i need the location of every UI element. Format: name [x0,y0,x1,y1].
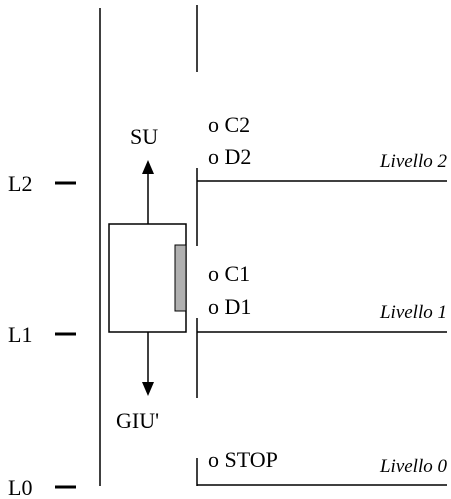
floor-caption-2: Livello 2 [379,151,448,172]
level-label-l0: L0 [8,475,32,499]
down-arrow-head [142,382,154,396]
floor-caption-1: Livello 1 [379,302,447,323]
direction-up-label: SU [130,124,158,149]
up-arrow-head [142,160,154,174]
level-label-l2: L2 [8,171,32,196]
direction-down-label: GIU' [116,408,159,433]
level-label-l1: L1 [8,322,32,347]
elevator-door [174,244,187,312]
indicator-c1: o C1 [208,261,250,286]
indicator-d1: o D1 [208,294,251,319]
floor-caption-0: Livello 0 [379,456,448,477]
indicator-d2: o D2 [208,144,251,169]
indicator-stop: o STOP [208,447,278,472]
elevator-cabin [108,223,187,333]
indicator-c2: o C2 [208,112,250,137]
